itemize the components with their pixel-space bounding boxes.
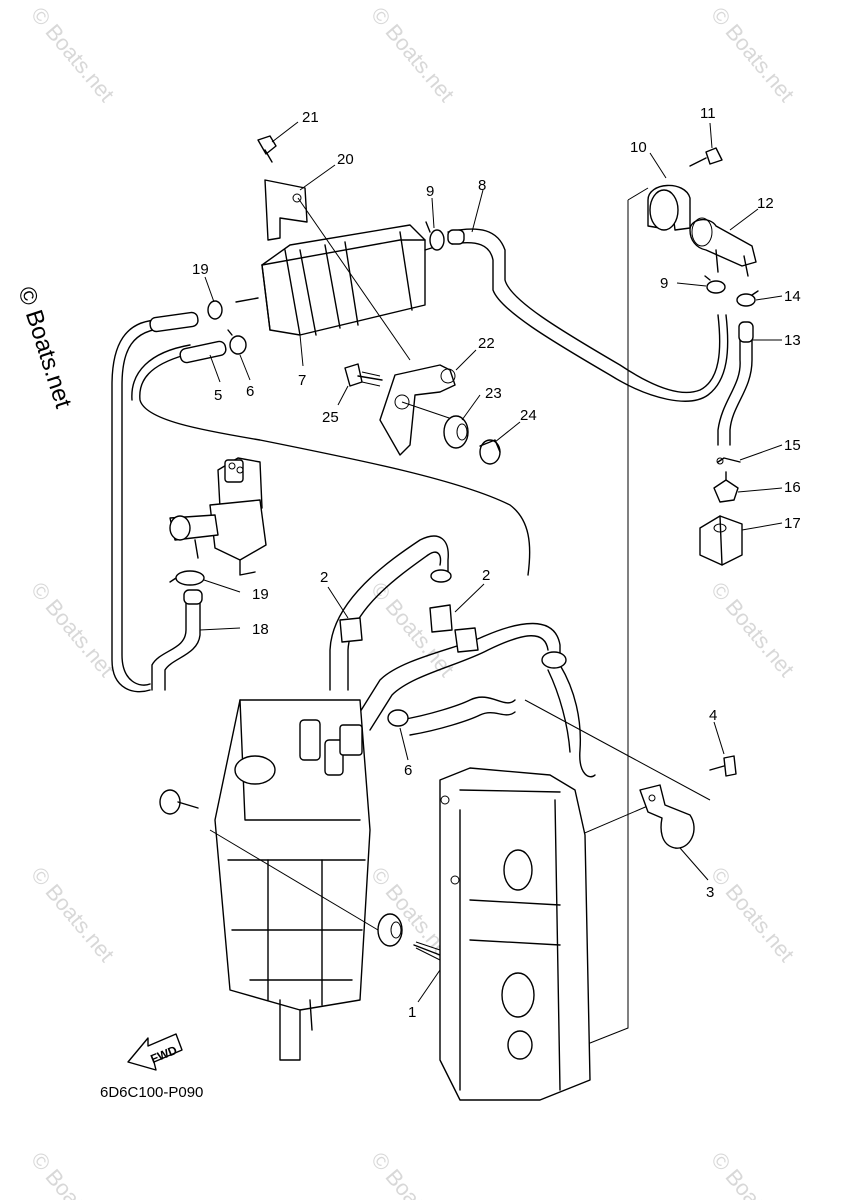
part-label-3[interactable]: 3 <box>706 884 714 901</box>
part-label-19b[interactable]: 19 <box>252 586 269 603</box>
clamp-9-right <box>704 275 726 294</box>
clamp-14 <box>736 290 759 307</box>
part-label-2[interactable]: 2 <box>320 569 328 586</box>
bracket-22 <box>379 364 456 456</box>
clamp-6-bottom <box>387 709 409 727</box>
part-label-11[interactable]: 11 <box>700 105 716 122</box>
clip-15 <box>716 457 741 465</box>
part-label-2b[interactable]: 2 <box>482 567 490 584</box>
connector-12 <box>689 217 757 277</box>
watermark: © Boats.net <box>26 862 119 966</box>
part-label-5[interactable]: 5 <box>214 387 222 404</box>
part-labels: 21 20 9 8 10 11 12 9 14 13 15 16 17 19 5… <box>192 105 801 1021</box>
part-label-19[interactable]: 19 <box>192 261 209 278</box>
vapor-separator <box>214 699 371 1061</box>
watermark: © Boats.net <box>366 1147 459 1200</box>
bracket-20 <box>264 179 411 361</box>
part-label-13[interactable]: 13 <box>784 332 801 349</box>
clamp-3 <box>639 784 695 849</box>
fwd-arrow-icon: FWD <box>127 1033 183 1071</box>
part-label-12[interactable]: 12 <box>757 195 774 212</box>
part-label-17[interactable]: 17 <box>784 515 801 532</box>
part-label-6b[interactable]: 6 <box>404 762 412 779</box>
part-label-8[interactable]: 8 <box>478 177 486 194</box>
part-label-15[interactable]: 15 <box>784 437 801 454</box>
hose-connector-5 <box>149 311 227 364</box>
part-label-9b[interactable]: 9 <box>660 275 668 292</box>
watermark: © Boats.net <box>706 1147 799 1200</box>
watermark: © Boats.net <box>706 577 799 681</box>
grommet-lower <box>209 829 403 947</box>
grommet-23 <box>443 415 469 449</box>
clamp-19-lower <box>169 570 205 586</box>
hose-8 <box>447 228 729 402</box>
part-label-24[interactable]: 24 <box>520 407 537 424</box>
part-label-7[interactable]: 7 <box>298 372 306 389</box>
engine-block <box>439 767 591 1101</box>
clamp-19-upper <box>207 300 223 320</box>
part-label-10[interactable]: 10 <box>630 139 647 156</box>
watermark: © Boats.net <box>366 2 459 106</box>
part-label-9[interactable]: 9 <box>426 183 434 200</box>
bolt-21 <box>257 135 277 163</box>
fuel-hose-loop <box>111 319 531 693</box>
clamp-6-top <box>227 329 247 355</box>
leader-lines <box>199 121 783 1003</box>
return-hose <box>399 651 596 778</box>
charcoal-canister <box>235 224 439 336</box>
part-label-22[interactable]: 22 <box>478 335 495 352</box>
part-label-21[interactable]: 21 <box>302 109 319 126</box>
part-label-4[interactable]: 4 <box>709 707 717 724</box>
hose-13 <box>717 321 754 446</box>
clamp-10 <box>647 184 691 231</box>
hoses-2 <box>329 535 561 731</box>
fuel-pump-assembly <box>169 457 267 576</box>
part-label-20[interactable]: 20 <box>337 151 354 168</box>
part-label-1[interactable]: 1 <box>408 1004 416 1021</box>
drawing-code: 6D6C100-P090 <box>100 1084 203 1101</box>
bolt-4 <box>709 755 737 777</box>
bolt-25 <box>344 363 383 387</box>
part-label-16[interactable]: 16 <box>784 479 801 496</box>
clamp-9-top <box>425 221 445 251</box>
side-watermark: © Boats.net <box>12 284 77 412</box>
part-label-25[interactable]: 25 <box>322 409 339 426</box>
watermark: © Boats.net <box>706 2 799 106</box>
bolt-11 <box>689 147 723 167</box>
grommet-side <box>159 789 199 815</box>
watermark: © Boats.net <box>706 862 799 966</box>
holder-17 <box>699 515 743 566</box>
valve-16 <box>713 471 739 503</box>
watermark: © Boats.net <box>26 1147 119 1200</box>
part-label-6[interactable]: 6 <box>246 383 254 400</box>
watermark: © Boats.net <box>26 577 119 681</box>
collar-24 <box>479 439 501 465</box>
part-label-18[interactable]: 18 <box>252 621 269 638</box>
part-label-23[interactable]: 23 <box>485 385 502 402</box>
part-label-14[interactable]: 14 <box>784 288 801 305</box>
hose-18 <box>151 589 203 691</box>
watermark: © Boats.net <box>26 2 119 106</box>
